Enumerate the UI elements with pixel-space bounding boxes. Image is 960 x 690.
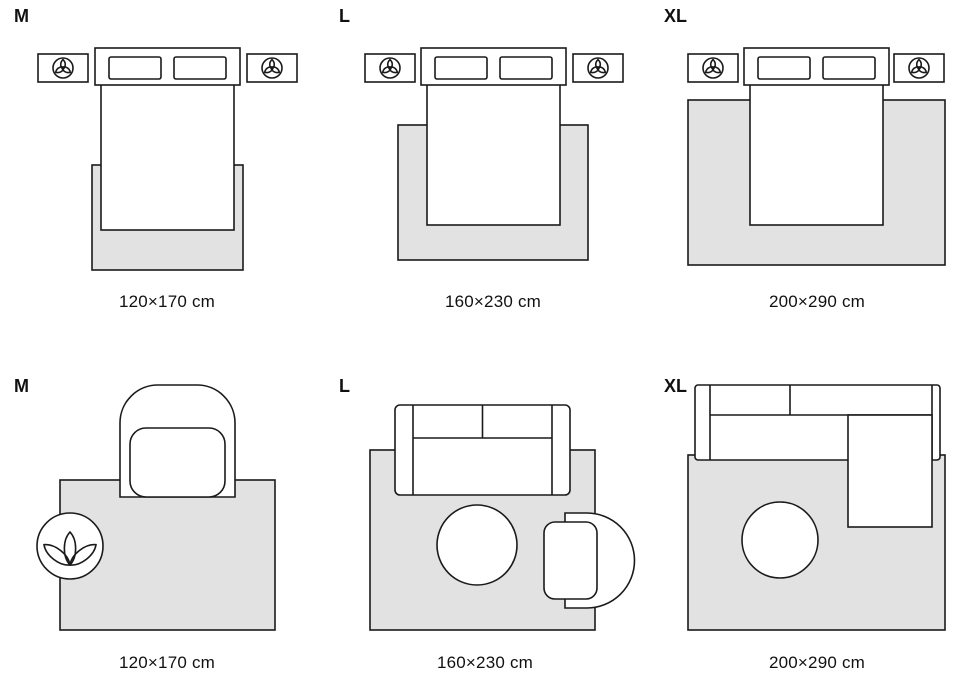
nightstand-right	[893, 53, 945, 83]
size-label: XL	[664, 6, 688, 26]
nightstand-right	[246, 53, 298, 83]
size-label: L	[339, 376, 350, 396]
size-label: L	[339, 6, 350, 26]
bedroom-xl-illustration	[687, 47, 946, 266]
livingroom-panel-m: M 120×170 cm	[0, 370, 320, 690]
nightstand-left	[37, 53, 89, 83]
size-caption: 160×230 cm	[436, 653, 534, 672]
coffee-table	[741, 501, 819, 579]
armchair	[543, 512, 636, 609]
plant-icon	[36, 512, 104, 580]
size-caption: 200×290 cm	[768, 653, 866, 672]
livingroom-xl-illustration	[687, 384, 946, 631]
nightstand-left	[687, 53, 739, 83]
size-caption: 200×290 cm	[768, 292, 866, 311]
livingroom-m-illustration	[36, 384, 276, 631]
size-caption: 120×170 cm	[118, 653, 216, 672]
size-label: XL	[664, 376, 688, 396]
livingroom-l-illustration	[369, 404, 636, 631]
armchair	[119, 384, 236, 498]
bed	[420, 47, 567, 226]
bed	[743, 47, 890, 226]
size-caption: 120×170 cm	[118, 292, 216, 311]
bedroom-l-illustration	[364, 47, 624, 261]
bedroom-panel-m: M 120×170 cm	[0, 0, 320, 340]
bedroom-panel-l: L 160×230 cm	[325, 0, 645, 340]
size-caption: 160×230 cm	[444, 292, 542, 311]
size-label: M	[14, 6, 29, 26]
bedroom-panel-xl: XL 200×290 cm	[650, 0, 960, 340]
bedroom-m-illustration	[37, 47, 298, 271]
bed	[94, 47, 241, 231]
sofa	[394, 404, 571, 496]
livingroom-panel-l: L 160×230 cm	[325, 370, 645, 690]
sectional-sofa	[694, 384, 941, 528]
nightstand-left	[364, 53, 416, 83]
nightstand-right	[572, 53, 624, 83]
coffee-table	[436, 504, 518, 586]
livingroom-panel-xl: XL 200×290 cm	[650, 370, 960, 690]
size-label: M	[14, 376, 29, 396]
